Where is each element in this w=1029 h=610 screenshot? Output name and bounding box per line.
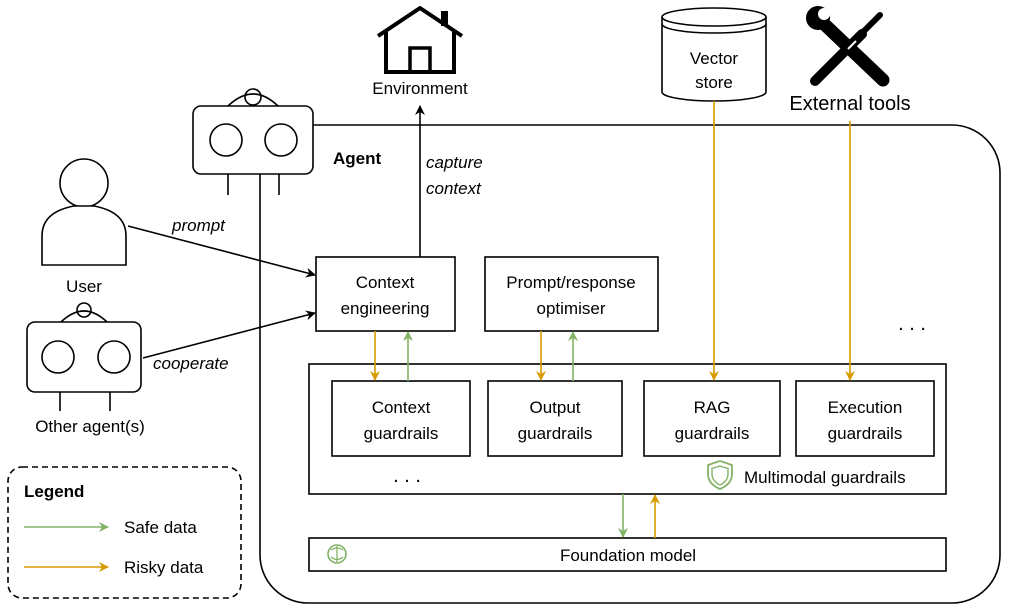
execution-guardrails-line2: guardrails: [828, 424, 903, 443]
house-icon: [376, 6, 464, 74]
context-engineering-line2: engineering: [341, 299, 430, 318]
external-tools-label: External tools: [789, 93, 910, 115]
prompt-optimiser-line2: optimiser: [537, 299, 606, 318]
robot-icon: [192, 88, 314, 195]
prompt-arrow: [127, 225, 316, 278]
multimodal-guardrails-label: Multimodal guardrails: [744, 468, 906, 487]
shield-icon: [707, 460, 733, 490]
other-agents-label: Other agent(s): [35, 417, 145, 436]
context-engineering-line1: Context: [356, 273, 415, 292]
execution-guardrails-box: [795, 380, 935, 457]
context-guardrails-box: [331, 380, 471, 457]
prompt-optimiser-line1: Prompt/response: [506, 273, 635, 292]
capture-edge-label-1: capture: [426, 153, 483, 172]
vector-store-line1: Vector: [690, 49, 739, 68]
ellipsis-right: . . .: [898, 313, 926, 335]
legend-title: Legend: [24, 482, 84, 501]
output-guardrails-box: [487, 380, 623, 457]
foundation-model-box: [308, 537, 947, 572]
rag-guardrails-line1: RAG: [694, 398, 731, 417]
user-label: User: [66, 277, 102, 296]
foundation-model-label: Foundation model: [560, 546, 696, 565]
agent-label: Agent: [333, 149, 382, 168]
environment-label: Environment: [372, 79, 468, 98]
rag-guardrails-line2: guardrails: [675, 424, 750, 443]
context-guardrails-line2: guardrails: [364, 424, 439, 443]
brain-icon: [327, 544, 347, 564]
rag-guardrails-box: [643, 380, 781, 457]
context-guardrails-line1: Context: [372, 398, 431, 417]
context-engineering-box: [315, 256, 456, 332]
ellipsis-guardrails: . . .: [393, 465, 421, 487]
output-guardrails-line1: Output: [529, 398, 580, 417]
database-icon: [661, 7, 767, 102]
cooperate-arrow: [142, 310, 316, 359]
cooperate-edge-label: cooperate: [153, 354, 229, 373]
legend-safe-label: Safe data: [124, 518, 197, 537]
vector-store-line2: store: [695, 73, 733, 92]
robot-icon: [26, 302, 142, 411]
legend-box: [7, 466, 242, 599]
output-guardrails-line2: guardrails: [518, 424, 593, 443]
capture-edge-label-2: context: [426, 179, 482, 198]
prompt-optimiser-box: [484, 256, 659, 332]
tools-icon: [806, 6, 890, 87]
legend-risky-label: Risky data: [124, 558, 204, 577]
prompt-edge-label: prompt: [171, 216, 226, 235]
user-icon: [41, 158, 127, 266]
execution-guardrails-line1: Execution: [828, 398, 903, 417]
